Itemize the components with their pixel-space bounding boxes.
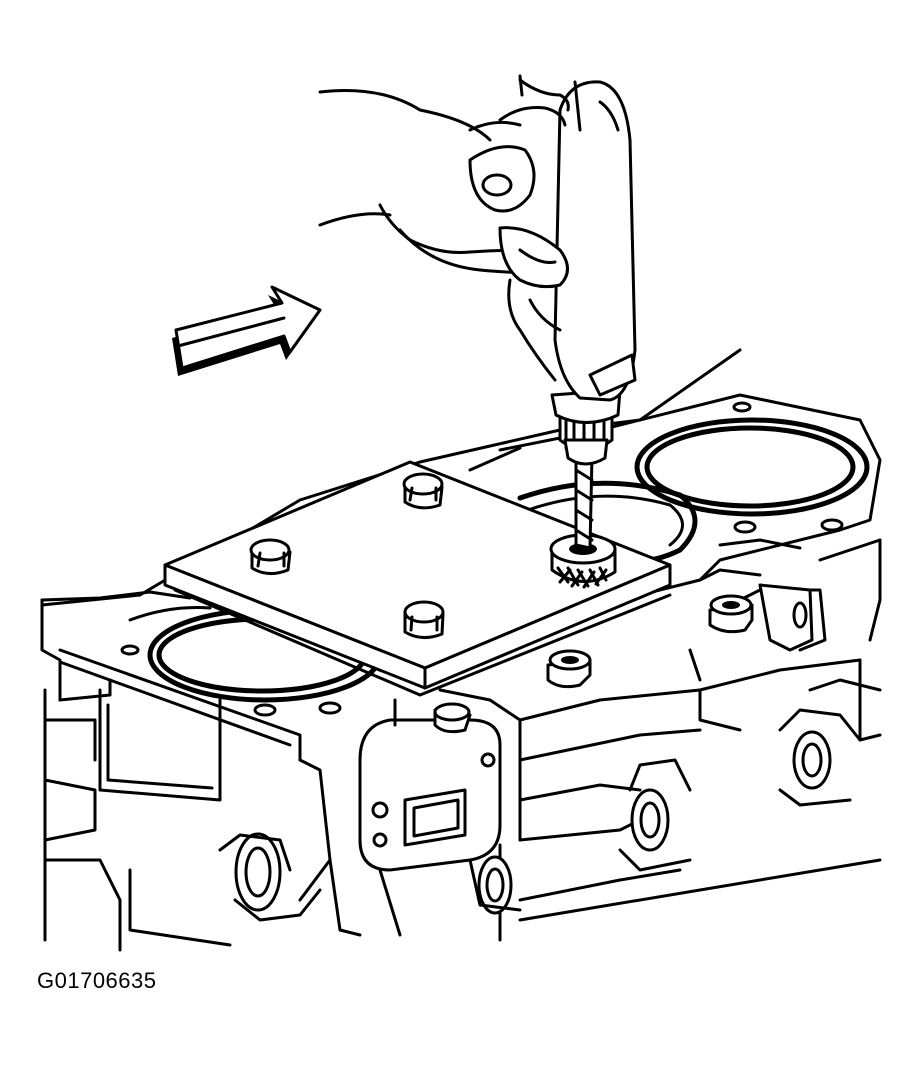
- fixture-plate: [163, 460, 672, 697]
- drill-bit: [574, 453, 594, 550]
- drill-body: [553, 80, 637, 402]
- engine-block: [40, 538, 882, 952]
- plate-bolt-rear: [402, 472, 444, 510]
- plate-bolt-front: [403, 600, 445, 639]
- plate-bolt-left: [249, 538, 292, 575]
- drill-guide-bushing: [549, 533, 617, 589]
- hand: [318, 74, 620, 382]
- figure-code: G01706635: [37, 968, 157, 993]
- direction-arrow: [172, 285, 322, 376]
